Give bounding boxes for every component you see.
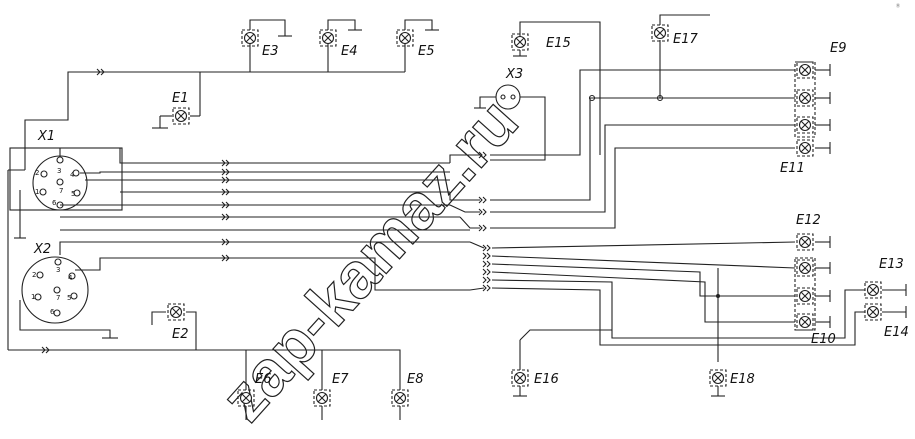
lamp-e14 xyxy=(864,303,882,321)
label-e18: E18 xyxy=(730,372,755,387)
lamp-e8 xyxy=(391,389,409,407)
label-e5: E5 xyxy=(418,44,435,59)
label-x1: X1 xyxy=(37,129,55,144)
label-e2: E2 xyxy=(172,327,189,342)
label-e3: E3 xyxy=(262,44,279,59)
svg-text:3: 3 xyxy=(56,266,60,274)
label-x2: X2 xyxy=(33,242,51,257)
label-e11: E11 xyxy=(780,161,805,176)
lamp-e7 xyxy=(313,389,331,407)
svg-text:2: 2 xyxy=(32,271,36,279)
label-e17: E17 xyxy=(673,32,698,47)
lamp-e4 xyxy=(319,29,337,47)
lamp-e17 xyxy=(651,24,669,42)
lamp-e15 xyxy=(511,33,529,51)
label-x3: X3 xyxy=(505,67,523,82)
label-e6: E6 xyxy=(255,372,272,387)
label-e7: E7 xyxy=(332,372,349,387)
lamp-e2 xyxy=(167,303,185,321)
lamp-e1 xyxy=(172,107,190,125)
label-e13: E13 xyxy=(879,257,904,272)
label-e10: E10 xyxy=(811,332,836,347)
lamp-e16 xyxy=(511,369,529,387)
lamp-e13 xyxy=(864,281,882,299)
lamp-e9-2 xyxy=(796,89,814,107)
label-e16: E16 xyxy=(534,372,559,387)
lamp-e9-1 xyxy=(796,61,814,79)
svg-text:3: 3 xyxy=(57,167,61,175)
label-e1: E1 xyxy=(172,91,189,106)
top-right-wiring xyxy=(513,14,710,155)
lamp-e5 xyxy=(396,29,414,47)
lamp-e10-1 xyxy=(796,259,814,277)
connector-x3 xyxy=(474,84,546,161)
svg-text:4: 4 xyxy=(68,274,73,282)
svg-text:5: 5 xyxy=(71,190,75,198)
label-e9: E9 xyxy=(830,41,847,56)
label-e15: E15 xyxy=(546,36,571,51)
label-e14: E14 xyxy=(884,325,909,340)
corner-mark: Ⓡ xyxy=(896,2,900,8)
svg-text:4: 4 xyxy=(70,171,75,179)
svg-text:1: 1 xyxy=(35,188,39,196)
label-e4: E4 xyxy=(341,44,358,59)
svg-text:5: 5 xyxy=(67,294,71,302)
svg-text:6: 6 xyxy=(50,308,55,316)
svg-text:1: 1 xyxy=(31,293,35,301)
lamp-e11 xyxy=(796,139,814,157)
top-wiring xyxy=(24,19,439,170)
bottom-wiring xyxy=(8,311,725,420)
svg-text:6: 6 xyxy=(52,199,57,207)
lamp-e9-3 xyxy=(796,116,814,134)
lamp-e12 xyxy=(796,233,814,251)
lamp-e18 xyxy=(709,369,727,387)
svg-text:7: 7 xyxy=(56,294,60,302)
lamp-e10-3 xyxy=(796,313,814,331)
svg-text:7: 7 xyxy=(59,187,63,195)
connector-x1: 2 1 3 7 4 5 6 xyxy=(7,147,123,350)
connector-x2: 2 1 3 7 4 5 6 xyxy=(19,256,118,339)
main-harness xyxy=(59,69,865,362)
panel-e12 xyxy=(794,236,907,331)
lamp-e3 xyxy=(241,29,259,47)
label-e8: E8 xyxy=(407,372,424,387)
svg-text:2: 2 xyxy=(35,169,39,177)
lamp-e10-2 xyxy=(796,287,814,305)
label-e12: E12 xyxy=(796,213,821,228)
